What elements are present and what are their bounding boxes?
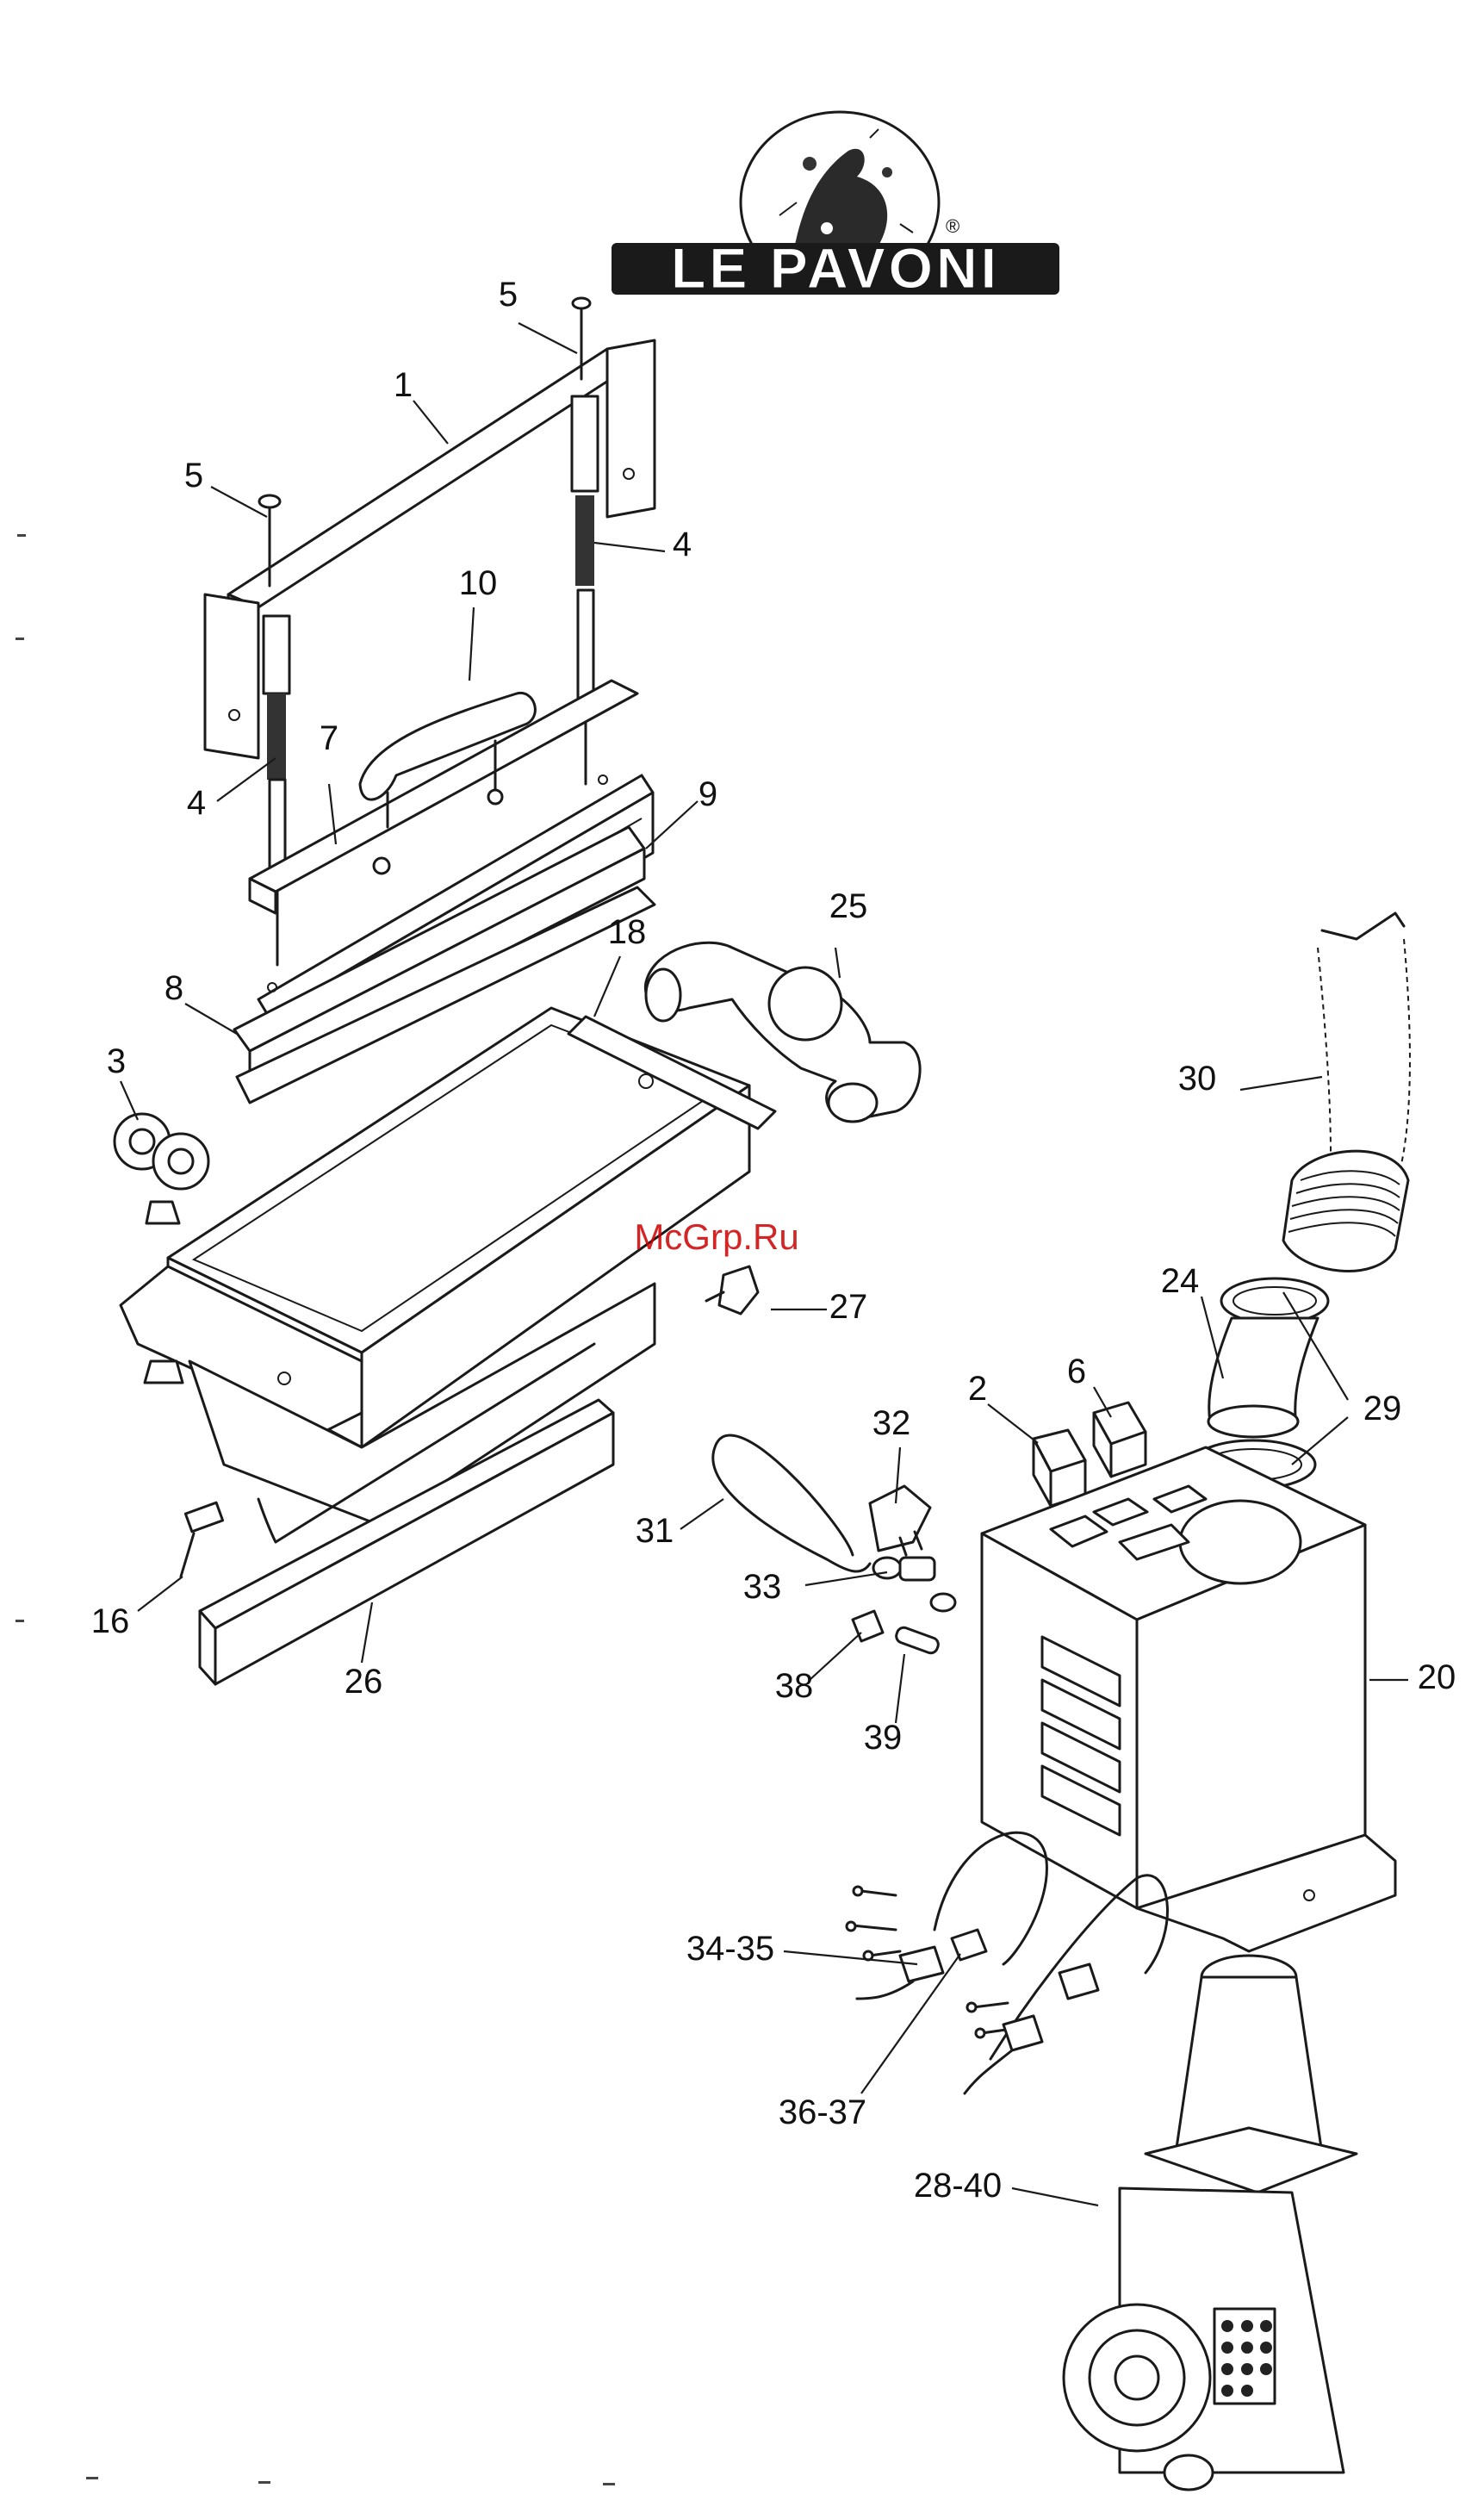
le-pavoni-logo: LE PAVONI ® [612,112,1059,300]
callout-39: 39 [864,1719,903,1757]
callout-5-lower: 5 [184,457,203,495]
right-post [572,396,598,491]
callout-4-lower: 4 [187,784,206,822]
callout-10: 10 [459,564,498,602]
callout-2: 2 [968,1370,987,1408]
clamp-29-upper [1221,1278,1328,1323]
callout-29: 29 [1363,1390,1402,1428]
watermark-text: McGrp.Ru [634,1216,798,1257]
callout-4-upper: 4 [673,526,692,563]
callout-6: 6 [1067,1353,1086,1390]
callout-31: 31 [636,1512,674,1550]
callout-38: 38 [775,1667,814,1705]
cable-31 [713,1435,930,1571]
tray-18 [121,1008,775,1542]
callout-20: 20 [1418,1658,1456,1696]
callout-32: 32 [872,1404,911,1442]
fuse-holder-33 [873,1558,955,1611]
callout-1: 1 [394,366,413,404]
callout-34-35: 34-35 [686,1930,774,1968]
callout-30: 30 [1178,1060,1217,1098]
right-bracket [607,340,655,517]
switch-6 [1094,1403,1146,1477]
logo-registered-mark: ® [946,215,959,237]
callout-16: 16 [91,1602,130,1640]
callout-25: 25 [829,887,868,925]
callout-24: 24 [1161,1262,1200,1300]
lever-16 [181,1502,223,1577]
left-spring-4 [267,694,286,780]
callout-36-37: 36-37 [779,2093,866,2131]
callout-3: 3 [107,1042,126,1080]
switch-2 [1034,1430,1085,1506]
knob-27 [706,1266,758,1314]
callout-27: 27 [829,1288,868,1326]
callout-7: 7 [320,719,338,757]
logo-brand-text: LE PAVONI [671,236,1000,300]
callout-26: 26 [345,1663,383,1701]
left-post [264,616,289,694]
right-spring-4 [575,495,594,586]
fuse-39 [894,1626,940,1655]
callout-33: 33 [743,1568,782,1606]
control-box-20 [982,1447,1395,1951]
callout-5-upper: 5 [499,276,518,314]
callout-9: 9 [699,775,717,813]
box-top-hole [1180,1501,1301,1583]
left-bracket [205,594,258,758]
callout-8: 8 [165,969,183,1007]
blower-28-40 [1064,1956,1357,2490]
callout-28-40: 28-40 [914,2167,1002,2205]
callout-18: 18 [608,913,647,951]
hose-30 [1283,913,1410,1271]
